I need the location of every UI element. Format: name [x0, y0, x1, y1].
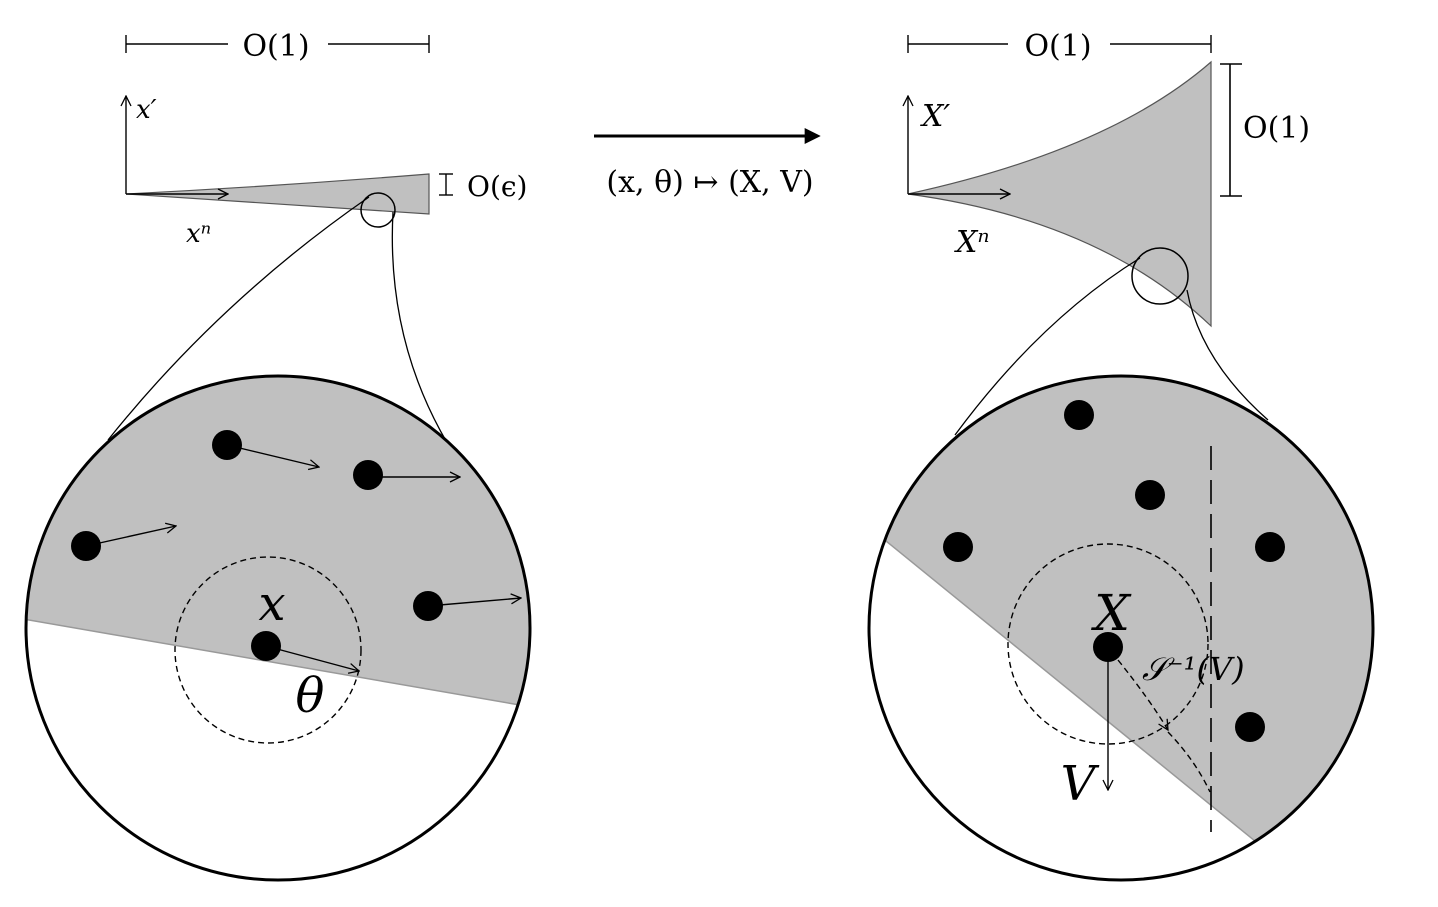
right-shaded-region [869, 376, 1373, 880]
particle [1255, 532, 1285, 562]
right-zoom-source-circle [1131, 247, 1189, 305]
right-axis-up-label: X′ [920, 99, 950, 134]
left-axis-up-label: x′ [136, 95, 157, 125]
center-particle [1093, 632, 1123, 662]
right-panel: O(1) X′ Xⁿ O(1) [867, 29, 1375, 882]
right-dashed-neighborhood [1007, 543, 1209, 745]
right-height-scale-label: O(1) [1243, 111, 1310, 146]
right-zoom-connector-left [954, 257, 1141, 436]
left-thickness-label: O(ϵ) [467, 170, 527, 203]
left-thin-domain [125, 173, 430, 215]
left-particles [71, 430, 521, 671]
particle [1135, 480, 1165, 510]
left-center-point-label: x [258, 576, 285, 632]
right-axes: X′ [908, 96, 950, 194]
right-top-scale: O(1) [907, 29, 1212, 64]
particle [353, 460, 383, 490]
right-particles [943, 400, 1285, 742]
left-axes: x′ [126, 95, 157, 194]
left-panel: O(1) x′ xⁿ O(ϵ) [24, 29, 532, 882]
left-thickness-bracket: O(ϵ) [439, 170, 527, 203]
right-axis-right-label: Xⁿ [954, 225, 990, 260]
particle [943, 532, 973, 562]
left-top-scale: O(1) [125, 29, 430, 64]
particle [1235, 712, 1265, 742]
right-height-bracket: O(1) [1220, 63, 1310, 197]
right-inverse-label: 𝒮⁻¹(V) [1142, 650, 1245, 688]
right-top-scale-label: O(1) [1024, 29, 1091, 64]
right-flared-domain [907, 60, 1212, 328]
particle [1064, 400, 1094, 430]
right-zoom-connector-right [1186, 289, 1269, 421]
left-velocity-label: θ [296, 668, 325, 724]
right-velocity-label: V [1061, 756, 1100, 812]
left-top-scale-label: O(1) [242, 29, 309, 64]
right-magnified-circle [867, 374, 1375, 882]
left-dashed-neighborhood [174, 556, 362, 744]
transform-arrow: (x, θ) ↦ (X, V) [594, 128, 821, 200]
left-zoom-source-circle [360, 192, 396, 228]
left-axis-right-label: xⁿ [186, 219, 211, 249]
left-zoom-connector-left [107, 196, 370, 441]
transform-label: (x, θ) ↦ (X, V) [606, 165, 813, 200]
right-center-point-label: X [1090, 584, 1132, 642]
left-magnified-circle [24, 374, 532, 882]
